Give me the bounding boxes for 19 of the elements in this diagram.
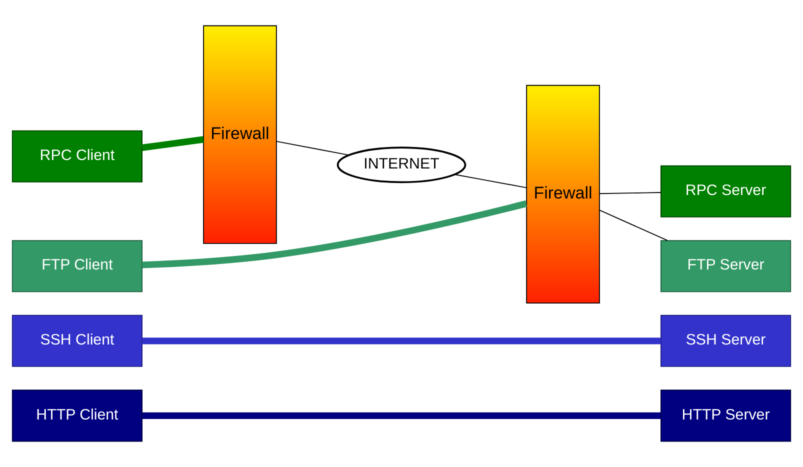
connector [599,210,668,241]
node-box: HTTP Server [660,390,792,442]
node-box: RPC Server [660,165,792,218]
connector [142,136,204,151]
node-box: SSH Client [12,314,143,367]
node-box: SSH Server [660,314,792,367]
node-box: FTP Server [660,240,792,292]
node-box: FTP Client [12,240,143,292]
node-ellipse: INTERNET [336,146,466,184]
node-box: HTTP Client [12,390,143,442]
node-box: Firewall [203,25,277,244]
connector [142,338,661,344]
connector [142,412,661,419]
node-box: Firewall [526,84,600,304]
connector [142,200,528,268]
connector [599,192,662,194]
node-box: RPC Client [12,130,143,182]
connector [454,174,527,188]
connector [276,140,350,156]
